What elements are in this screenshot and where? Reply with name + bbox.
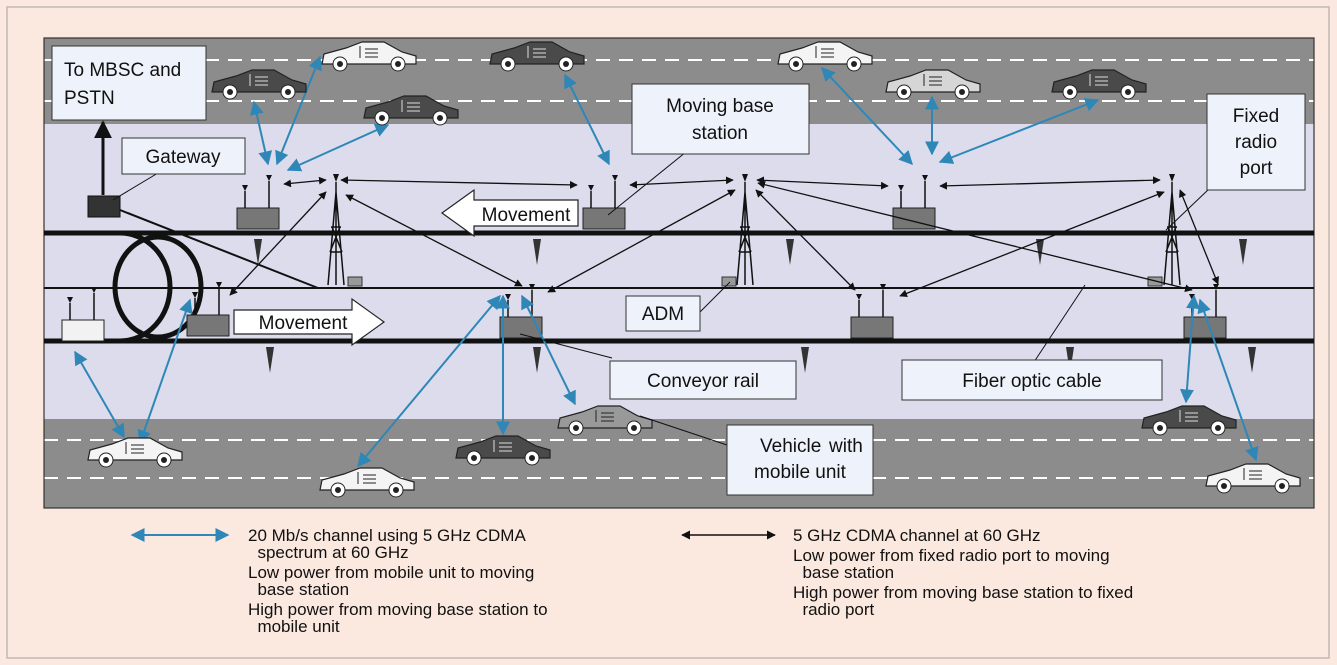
car-icon (885, 69, 981, 100)
label-fiber-optic-cable-text: Fiber optic cable (962, 371, 1101, 392)
legend-black-text: 5 GHz CDMA channel at 60 GHz Low power f… (793, 526, 1133, 619)
label-mbsc-line1: To MBSC and (64, 60, 181, 81)
label-leader-lines (112, 151, 1211, 446)
label-moving-base-station-line1: Moving base (666, 96, 774, 117)
legend-black-line: base station (793, 563, 894, 582)
car-icon (319, 467, 415, 498)
label-conveyor-rail: Conveyor rail (609, 360, 797, 400)
label-movement-right: Movement (259, 313, 348, 334)
car-icon (321, 41, 417, 72)
legend-blue-line: spectrum at 60 GHz (248, 543, 409, 562)
label-mbsc-line2: PSTN (64, 88, 115, 109)
legend-blue-line: mobile unit (248, 617, 340, 636)
label-fixed-radio-port-line2: radio (1235, 132, 1277, 153)
legend-blue-line: High power from moving base station to (248, 600, 548, 619)
label-mbsc: To MBSC and PSTN (51, 45, 207, 121)
radio-tower-icon (736, 174, 754, 286)
legend-black-line: High power from moving base station to f… (793, 583, 1133, 602)
legend-blue-line: base station (248, 580, 349, 599)
label-vehicle-line2: with (828, 436, 863, 457)
fixed-radio-port-unit (61, 287, 105, 342)
lower-road (44, 419, 1314, 508)
adm-unit (721, 276, 737, 287)
adm-unit (347, 276, 363, 287)
label-adm-text: ADM (642, 304, 684, 325)
radio-tower-icon (327, 174, 345, 286)
car-icon (489, 41, 585, 72)
label-conveyor-rail-text: Conveyor rail (647, 371, 759, 392)
label-moving-base-station: Moving base station (631, 83, 810, 155)
legend-blue-text: 20 Mb/s channel using 5 GHz CDMA spectru… (248, 526, 548, 636)
label-fixed-radio-port-line3: port (1240, 158, 1273, 179)
mobile-unit-links (74, 55, 1259, 468)
legend-blue-line: Low power from mobile unit to moving (248, 563, 534, 582)
moving-base-station-unit (186, 282, 230, 337)
car-icon (777, 41, 873, 72)
label-fiber-optic-cable: Fiber optic cable (901, 359, 1163, 401)
diagram-border (43, 37, 1315, 509)
legend-black-line: radio port (793, 600, 875, 619)
car-icon (557, 405, 653, 436)
car-icon (1141, 405, 1237, 436)
label-moving-base-station-line2: station (692, 123, 748, 144)
legend-black-line: Low power from fixed radio port to movin… (793, 546, 1110, 565)
label-vehicle-line1: Vehicle (760, 436, 821, 457)
car-icon (455, 435, 551, 466)
car-icon (87, 437, 183, 468)
legend-blue-line: 20 Mb/s channel using 5 GHz CDMA (248, 526, 526, 545)
label-vehicle-line3: mobile unit (754, 462, 847, 483)
car-icon (211, 69, 307, 100)
label-vehicle-mobile-unit: Vehicle with mobile unit (726, 424, 874, 496)
label-movement-left: Movement (482, 205, 571, 226)
label-adm: ADM (625, 295, 701, 332)
gateway-unit (87, 195, 121, 218)
car-icon (1205, 463, 1301, 494)
label-gateway-text: Gateway (146, 147, 221, 168)
label-fixed-radio-port-line1: Fixed (1233, 106, 1279, 127)
car-icon (1051, 69, 1147, 100)
label-fixed-radio-port: Fixed radio port (1206, 93, 1306, 191)
car-icon (363, 95, 459, 126)
label-gateway: Gateway (121, 137, 246, 175)
fixed-port-links (229, 176, 1219, 298)
legend-black-line: 5 GHz CDMA channel at 60 GHz (793, 526, 1041, 545)
